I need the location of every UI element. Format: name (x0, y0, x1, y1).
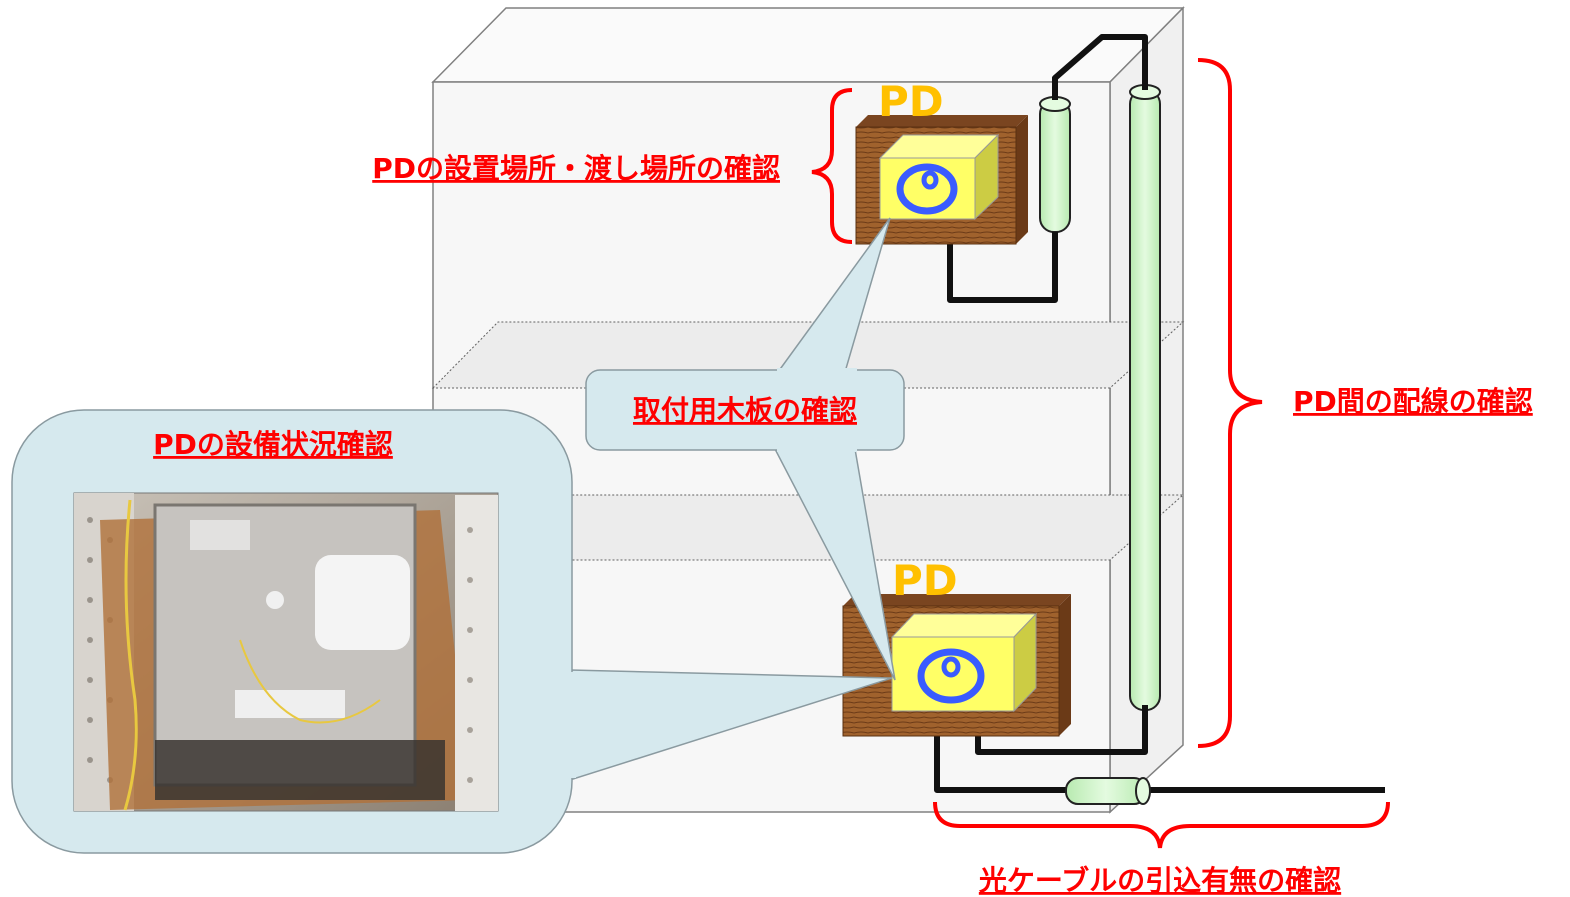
optical-cable-bracket (933, 801, 1390, 849)
callout-wooden-board: 取付用木板の確認 (585, 217, 905, 681)
vertical-conduit (1129, 84, 1161, 711)
wooden-board-check-label: 取付用木板の確認 (633, 394, 857, 427)
cable-coupler (1065, 777, 1151, 805)
pd-symbol-bottom-icon (917, 648, 985, 704)
wiring-check-label: PD間の配線の確認 (1293, 385, 1533, 418)
pd-label-bottom: PD (892, 556, 958, 605)
callout-equipment-status: PDの設備状況確認 (11, 409, 893, 854)
shelf-lower (559, 494, 1185, 561)
install-location-bracket (811, 88, 853, 244)
pd-label-top: PD (878, 77, 944, 126)
wiring-bracket (1197, 58, 1263, 748)
equipment-status-label: PDの設備状況確認 (153, 428, 393, 461)
pd-unit-top (855, 115, 1028, 245)
wiring (934, 34, 1385, 793)
pd-equipment-photo (73, 492, 499, 812)
short-conduit (1039, 96, 1071, 233)
pd-symbol-top-icon (896, 163, 958, 215)
install-location-label: PDの設置場所・渡し場所の確認 (372, 152, 780, 185)
optical-cable-label: 光ケーブルの引込有無の確認 (978, 864, 1341, 897)
